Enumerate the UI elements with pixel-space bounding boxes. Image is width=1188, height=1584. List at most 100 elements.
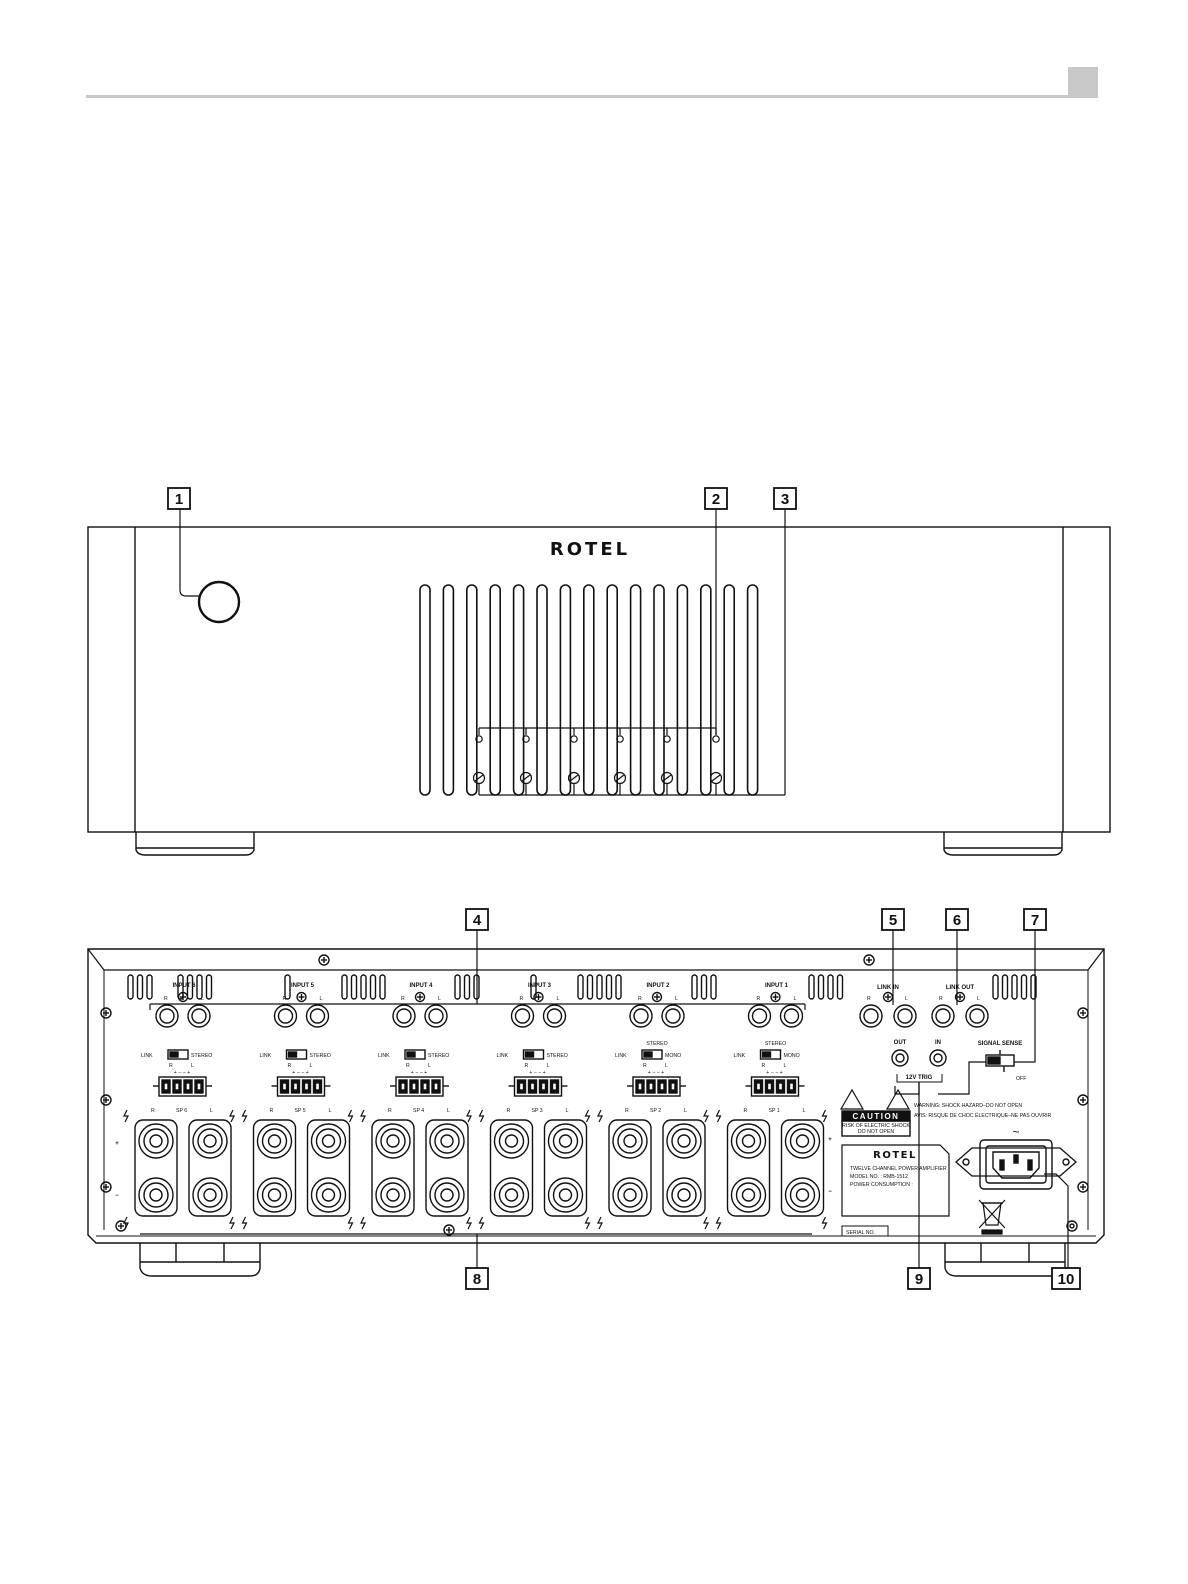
binding-post-plate: [780, 1119, 825, 1217]
speaker-binding-post[interactable]: [310, 1177, 347, 1213]
front-chassis: [87, 526, 1111, 833]
callout-5: 5: [881, 908, 905, 931]
link-switch[interactable]: [285, 1049, 308, 1060]
speaker-binding-post[interactable]: [666, 1123, 702, 1159]
link-switch[interactable]: [522, 1049, 545, 1060]
rear-vent-slot: [341, 974, 348, 1000]
block-r-label: R: [762, 1063, 766, 1069]
rca-input-jack[interactable]: [629, 1004, 653, 1028]
shock-symbol: [241, 1216, 248, 1230]
vent-slot: [606, 584, 619, 796]
euroblock-terminal[interactable]: [627, 1076, 686, 1097]
rca-input-jack[interactable]: [155, 1004, 179, 1028]
rca-input-jack[interactable]: [273, 1004, 298, 1028]
speaker-label: SP 4: [413, 1108, 424, 1114]
rca-input-jack[interactable]: [305, 1004, 330, 1028]
vent-slot: [653, 584, 665, 796]
speaker-binding-post[interactable]: [256, 1123, 293, 1159]
euroblock-terminal[interactable]: [271, 1076, 331, 1097]
link-switch[interactable]: [641, 1049, 663, 1060]
rear-vent-slot: [808, 974, 815, 1000]
trigger-in-jack[interactable]: [929, 1049, 947, 1067]
block-r-label: R: [643, 1063, 647, 1069]
speaker-binding-post[interactable]: [730, 1177, 767, 1213]
speaker-binding-post[interactable]: [612, 1123, 648, 1159]
rear-vent-slot: [177, 974, 184, 1000]
speaker-binding-post[interactable]: [256, 1177, 293, 1213]
screw: [443, 1224, 455, 1236]
ground-post: [651, 991, 663, 1003]
trigger-out-jack[interactable]: [891, 1049, 909, 1067]
callout-4: 4: [465, 908, 489, 931]
speaker-binding-post[interactable]: [666, 1177, 702, 1213]
link-in-jack[interactable]: [893, 1004, 917, 1028]
rca-input-jack[interactable]: [392, 1004, 416, 1028]
euroblock-terminal[interactable]: [508, 1076, 568, 1097]
front-foot-left: [135, 832, 255, 856]
speaker-binding-post[interactable]: [784, 1123, 821, 1159]
screw: [1077, 1007, 1089, 1019]
binding-post-plate: [306, 1119, 351, 1217]
link-in-jack[interactable]: [859, 1004, 883, 1028]
speaker-binding-post[interactable]: [547, 1123, 584, 1159]
speaker-binding-post[interactable]: [493, 1177, 530, 1213]
shock-symbol: [123, 1216, 129, 1230]
level-screw[interactable]: [613, 771, 627, 785]
rca-input-jack[interactable]: [747, 1004, 772, 1028]
speaker-binding-post[interactable]: [784, 1177, 821, 1213]
speaker-binding-post[interactable]: [375, 1177, 411, 1213]
speaker-binding-post[interactable]: [429, 1177, 465, 1213]
link-switch[interactable]: [404, 1049, 426, 1060]
speaker-binding-post[interactable]: [138, 1123, 174, 1159]
callout-3: 3: [773, 487, 797, 510]
euroblock-terminal[interactable]: [153, 1076, 212, 1097]
screw: [318, 954, 330, 966]
screw: [863, 954, 875, 966]
block-l-label: L: [784, 1063, 787, 1069]
link-switch[interactable]: [759, 1049, 782, 1060]
speaker-binding-post[interactable]: [547, 1177, 584, 1213]
rca-input-jack[interactable]: [779, 1004, 804, 1028]
level-screw[interactable]: [472, 771, 486, 785]
rear-vent-slot: [1020, 974, 1028, 1000]
signal-sense-switch[interactable]: [985, 1050, 1015, 1072]
level-screw[interactable]: [567, 771, 581, 785]
speaker-binding-post[interactable]: [138, 1177, 174, 1213]
rca-r-label: R: [401, 996, 405, 1002]
speaker-binding-post[interactable]: [192, 1123, 228, 1159]
link-out-jack[interactable]: [965, 1004, 989, 1028]
rca-input-jack[interactable]: [661, 1004, 685, 1028]
ac-inlet[interactable]: [955, 1139, 1077, 1190]
speaker-binding-post[interactable]: [192, 1177, 228, 1213]
front-panel: [87, 509, 1111, 856]
block-l-label: L: [310, 1063, 313, 1069]
terminal-signs: + − − +: [766, 1070, 782, 1076]
rca-input-jack[interactable]: [542, 1004, 567, 1028]
rating-line1: TWELVE CHANNEL POWER AMPLIFIER: [850, 1166, 947, 1172]
rating-label: [841, 1144, 950, 1217]
speaker-binding-post[interactable]: [493, 1123, 530, 1159]
rca-input-jack[interactable]: [424, 1004, 448, 1028]
level-screw[interactable]: [709, 771, 723, 785]
level-screw[interactable]: [660, 771, 674, 785]
svg-text:7: 7: [1031, 912, 1039, 929]
rca-input-jack[interactable]: [187, 1004, 211, 1028]
link-out-jack[interactable]: [931, 1004, 955, 1028]
speaker-binding-post[interactable]: [612, 1177, 648, 1213]
link-switch[interactable]: [167, 1049, 189, 1060]
rear-vent-slot: [146, 974, 153, 1000]
euroblock-terminal[interactable]: [745, 1076, 805, 1097]
speaker-binding-post[interactable]: [429, 1123, 465, 1159]
binding-post-plate: [662, 1119, 706, 1217]
euroblock-terminal[interactable]: [390, 1076, 449, 1097]
speaker-binding-post[interactable]: [730, 1123, 767, 1159]
speaker-binding-post[interactable]: [310, 1123, 347, 1159]
level-screw[interactable]: [519, 771, 533, 785]
rear-vent-slot: [596, 974, 603, 1000]
speaker-binding-post[interactable]: [375, 1123, 411, 1159]
rca-l-label: L: [438, 996, 441, 1002]
power-button[interactable]: [197, 580, 241, 624]
rca-input-jack[interactable]: [510, 1004, 535, 1028]
binding-post-plate: [371, 1119, 415, 1217]
shock-symbol: [821, 1109, 828, 1123]
